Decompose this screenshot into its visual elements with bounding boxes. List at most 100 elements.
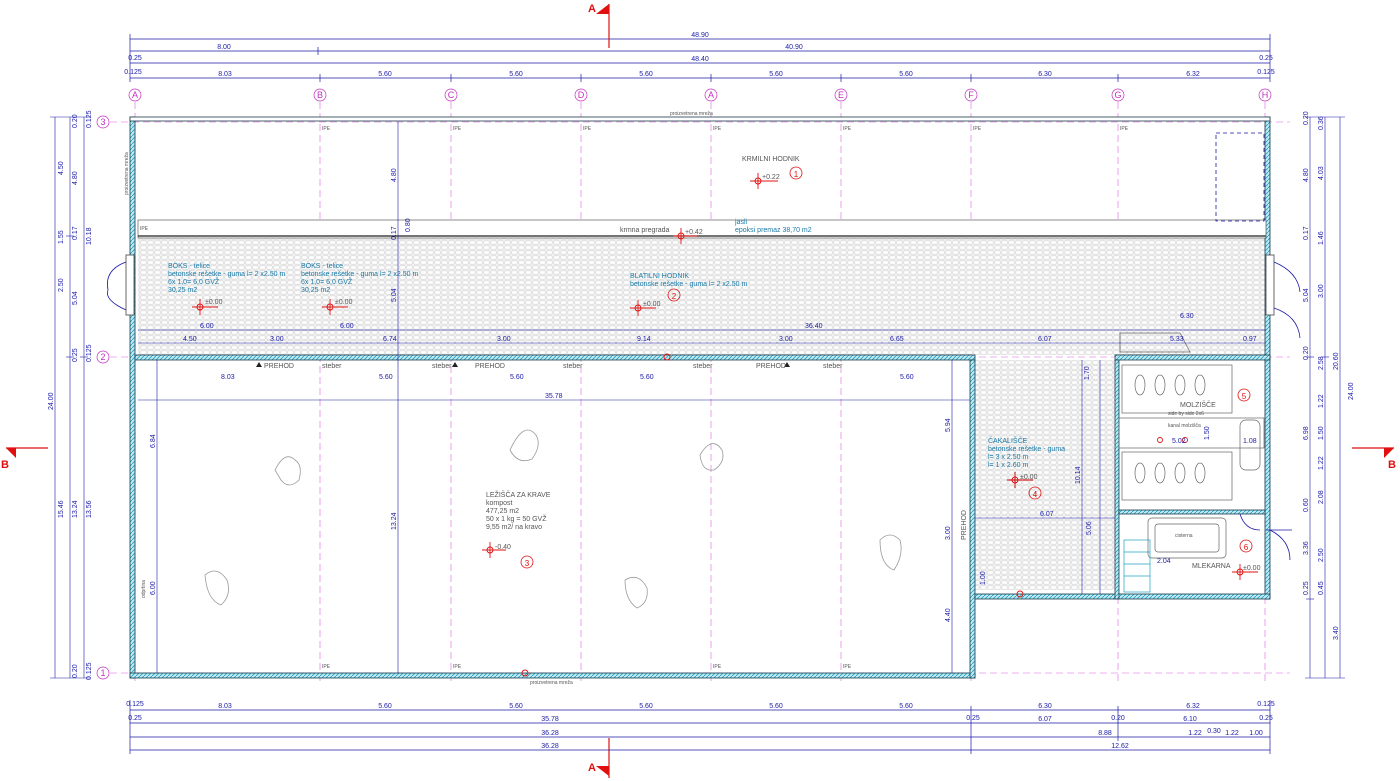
waiting-area-span2: l= 1 x 2.60 m xyxy=(988,462,1028,469)
bottom-dim: 8.88 xyxy=(1098,730,1112,737)
grid-col-label: H xyxy=(1262,90,1269,100)
milking-equipment xyxy=(1118,332,1265,593)
inner-dim: 6.00 xyxy=(200,323,214,330)
bottom-dim: 36.28 xyxy=(541,730,559,737)
left-dim: 0.125 xyxy=(86,110,93,128)
bottom-projection-label: proizvetrena mreža xyxy=(530,680,573,686)
inner-dim: 3.00 xyxy=(497,336,511,343)
right-dim: 1.50 xyxy=(1318,426,1325,440)
top-dimensions xyxy=(129,34,1271,82)
feed-barrier-label: krmna pregrada xyxy=(620,227,670,234)
mud-corridor-level: ±0.00 xyxy=(643,301,661,308)
feeding-corridor-level: +0.22 xyxy=(762,174,780,181)
right-dim: 1.22 xyxy=(1318,456,1325,470)
left-dim: 0.17 xyxy=(72,226,79,240)
cow-beds-title: LEŽIŠČA ZA KRAVE xyxy=(486,490,551,499)
room-number: 3 xyxy=(525,559,530,568)
openings xyxy=(107,132,1301,561)
inner-dim-v: 10.14 xyxy=(1075,466,1082,484)
left-dimension-lines xyxy=(50,116,90,679)
vertical-passage-label: PREHOD xyxy=(961,510,968,540)
inner-dim-v: 0.80 xyxy=(405,218,412,232)
bottom-dim: 0.25 xyxy=(1259,715,1273,722)
inner-dim-v: 5.94 xyxy=(945,418,952,432)
inner-dim: 1.08 xyxy=(1243,438,1257,445)
grid-col-label: B xyxy=(317,90,323,100)
section-a-top: A xyxy=(588,3,596,15)
ipe-label: IPE xyxy=(713,664,722,670)
column-label: steber xyxy=(432,363,452,370)
box2-capacity: 6x 1,0= 6,0 GVŽ xyxy=(301,277,353,286)
room-labels: KRMILNI HODNIK +0.22 krmna pregrada +0.4… xyxy=(168,156,1261,572)
right-dim: 3.36 xyxy=(1303,541,1310,555)
room-number: 6 xyxy=(1244,543,1249,552)
ipe-label: IPE xyxy=(322,664,331,670)
right-dim: 24.00 xyxy=(1348,382,1355,400)
right-dim: 0.20 xyxy=(1303,111,1310,125)
dim-bay: 5.60 xyxy=(509,71,523,78)
left-dim: 0.125 xyxy=(86,344,93,362)
passage-label: PREHOD xyxy=(475,363,505,370)
inner-dim: 3.00 xyxy=(270,336,284,343)
bottom-bay: 5.60 xyxy=(899,703,913,710)
milking-parlour-title: MOLZIŠČE xyxy=(1180,400,1216,409)
box1-capacity: 6x 1,0= 6,0 GVŽ xyxy=(168,277,220,286)
right-dim: 5.04 xyxy=(1303,288,1310,302)
section-markers: A A B B xyxy=(1,3,1396,778)
right-dim: 1.46 xyxy=(1318,231,1325,245)
grid-col-label: G xyxy=(1114,90,1121,100)
right-dim: 2.58 xyxy=(1318,356,1325,370)
dim-bay: 5.60 xyxy=(899,71,913,78)
inner-dim: 6.07 xyxy=(1040,511,1054,518)
dairy-tank: cisterna xyxy=(1175,533,1193,539)
bottom-bay: 5.60 xyxy=(509,703,523,710)
inner-dim: 5.60 xyxy=(640,374,654,381)
box1-title: BOKS - telice xyxy=(168,263,210,270)
passage-label: PREHOD xyxy=(264,363,294,370)
inner-dim-v: 5.06 xyxy=(1086,521,1093,535)
left-dim: 2.50 xyxy=(58,278,65,292)
right-dim: 1.22 xyxy=(1318,394,1325,408)
right-dim: 0.20 xyxy=(1303,346,1310,360)
grid-row-label: 3 xyxy=(100,117,105,127)
box2-title: BOKS - telice xyxy=(301,263,343,270)
grid-column-bubbles xyxy=(96,88,1272,680)
bottom-dim: 0.125 xyxy=(1257,701,1275,708)
inner-dim-v: 13.24 xyxy=(391,512,398,530)
inner-dim-v: 4.80 xyxy=(391,168,398,182)
right-dimension-labels: 0.20 0.36 4.80 4.03 0.17 1.46 5.04 3.00 … xyxy=(1303,111,1355,640)
bottom-dim: 35.78 xyxy=(541,716,559,723)
cow-beds-level: -0.40 xyxy=(495,544,511,551)
inner-dim: 8.03 xyxy=(221,374,235,381)
grid-col-label: E xyxy=(838,90,844,100)
left-dim: 4.80 xyxy=(72,171,79,185)
bottom-dim: 0.25 xyxy=(128,715,142,722)
ipe-label: IPE xyxy=(453,126,462,132)
ipe-label: IPE xyxy=(713,126,722,132)
inner-dim: 0.97 xyxy=(1243,336,1257,343)
inner-dim: 2.04 xyxy=(1157,558,1171,565)
passage-labels: PREHOD PREHOD PREHOD steber steber stebe… xyxy=(124,111,968,686)
bottom-dim: 6.07 xyxy=(1038,716,1052,723)
right-dim: 20.60 xyxy=(1333,352,1340,370)
dim-bay: 5.60 xyxy=(639,71,653,78)
inner-dim: 6.07 xyxy=(1038,336,1052,343)
grid-row-label: 2 xyxy=(100,352,105,362)
dim-bay: 5.60 xyxy=(378,71,392,78)
right-dim: 3.40 xyxy=(1333,626,1340,640)
grid-col-label: A xyxy=(708,90,714,100)
box2-floor: betonske rešetke - guma l= 2 x2.50 m xyxy=(301,271,418,278)
bottom-dim: 0.25 xyxy=(966,715,980,722)
box1-level: ±0.00 xyxy=(205,299,223,306)
bottom-bay: 5.60 xyxy=(378,703,392,710)
column-label: steber xyxy=(563,363,583,370)
bottom-bay: 5.60 xyxy=(769,703,783,710)
room-number: 5 xyxy=(1242,392,1247,401)
inner-dim: 36.40 xyxy=(805,323,823,330)
inner-dim: 9.14 xyxy=(637,336,651,343)
right-dim: 4.03 xyxy=(1318,166,1325,180)
grid-row-label: 1 xyxy=(100,668,105,678)
bottom-dim: 0.30 xyxy=(1207,728,1221,735)
bottom-dimension-lines xyxy=(129,700,1271,754)
inner-dim-v: 4.40 xyxy=(945,608,952,622)
